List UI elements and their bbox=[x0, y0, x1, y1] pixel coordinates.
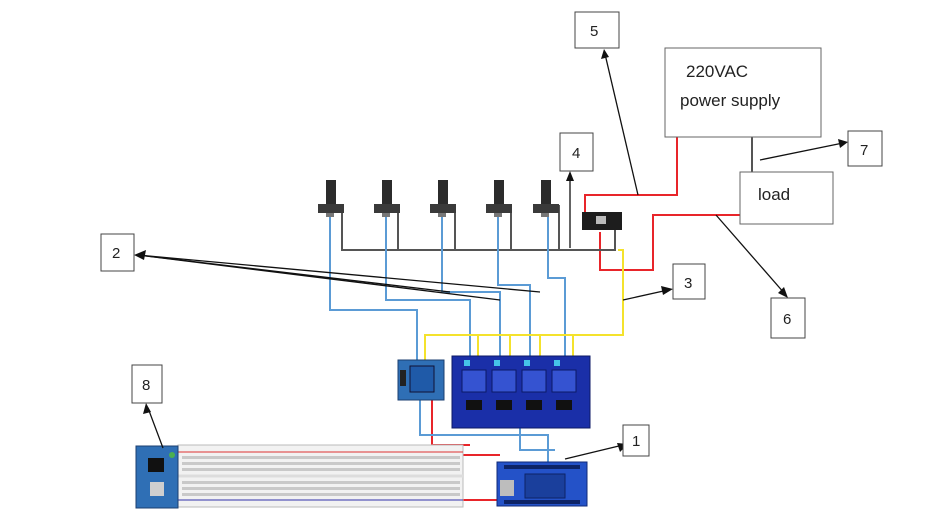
power-module bbox=[135, 445, 179, 509]
switch-component bbox=[582, 212, 622, 230]
single-relay-module bbox=[397, 359, 445, 401]
power-supply-line2: power supply bbox=[680, 91, 781, 110]
label-6: 6 bbox=[770, 297, 806, 339]
label-5-text: 5 bbox=[590, 23, 598, 40]
sensor-wiring bbox=[329, 215, 566, 462]
label-4-text: 4 bbox=[572, 145, 580, 162]
potentiometers bbox=[318, 180, 559, 217]
label-5: 5 bbox=[574, 11, 620, 49]
potentiometer-5 bbox=[533, 180, 559, 217]
pot4-signal bbox=[497, 215, 531, 360]
label-8: 8 bbox=[131, 364, 163, 404]
label-4: 4 bbox=[559, 132, 594, 172]
potentiometer-1 bbox=[318, 180, 344, 217]
load-box: load bbox=[739, 171, 834, 225]
mains-wire-switch-to-load bbox=[599, 214, 740, 271]
label-3: 3 bbox=[672, 263, 706, 300]
pot5-signal bbox=[547, 215, 566, 360]
breadboard bbox=[177, 444, 464, 508]
callout-arrows bbox=[137, 53, 844, 460]
pot2-signal bbox=[385, 215, 471, 360]
number-labels: 1 2 3 4 5 6 7 8 bbox=[100, 11, 883, 457]
mains-wiring bbox=[430, 137, 740, 501]
power-supply-box: 220VAC power supply bbox=[664, 47, 822, 138]
label-7-text: 7 bbox=[860, 142, 868, 159]
potentiometer-3 bbox=[430, 180, 456, 217]
pot1-signal bbox=[329, 215, 418, 360]
microcontroller-board bbox=[496, 461, 588, 507]
power-supply-line1: 220VAC bbox=[686, 62, 748, 81]
potentiometer-2 bbox=[374, 180, 400, 217]
label-7: 7 bbox=[847, 130, 883, 167]
mains-wire-supply-to-switch bbox=[584, 137, 678, 216]
pot3-signal bbox=[441, 215, 501, 360]
potentiometer-4 bbox=[486, 180, 512, 217]
signal-wiring bbox=[424, 249, 624, 360]
label-2: 2 bbox=[100, 233, 135, 272]
module-to-mcu bbox=[419, 400, 549, 462]
label-3-text: 3 bbox=[684, 275, 692, 292]
label-1: 1 bbox=[622, 424, 650, 457]
yellow-bus bbox=[424, 249, 624, 360]
pot-ground-bus bbox=[341, 205, 616, 251]
label-6-text: 6 bbox=[783, 311, 791, 328]
label-2-text: 2 bbox=[112, 245, 120, 262]
board-to-mcu bbox=[519, 425, 555, 451]
arrowheads bbox=[134, 49, 848, 452]
relay-board bbox=[451, 355, 591, 429]
load-label: load bbox=[758, 185, 790, 204]
label-8-text: 8 bbox=[142, 377, 150, 394]
label-1-text: 1 bbox=[632, 433, 640, 450]
